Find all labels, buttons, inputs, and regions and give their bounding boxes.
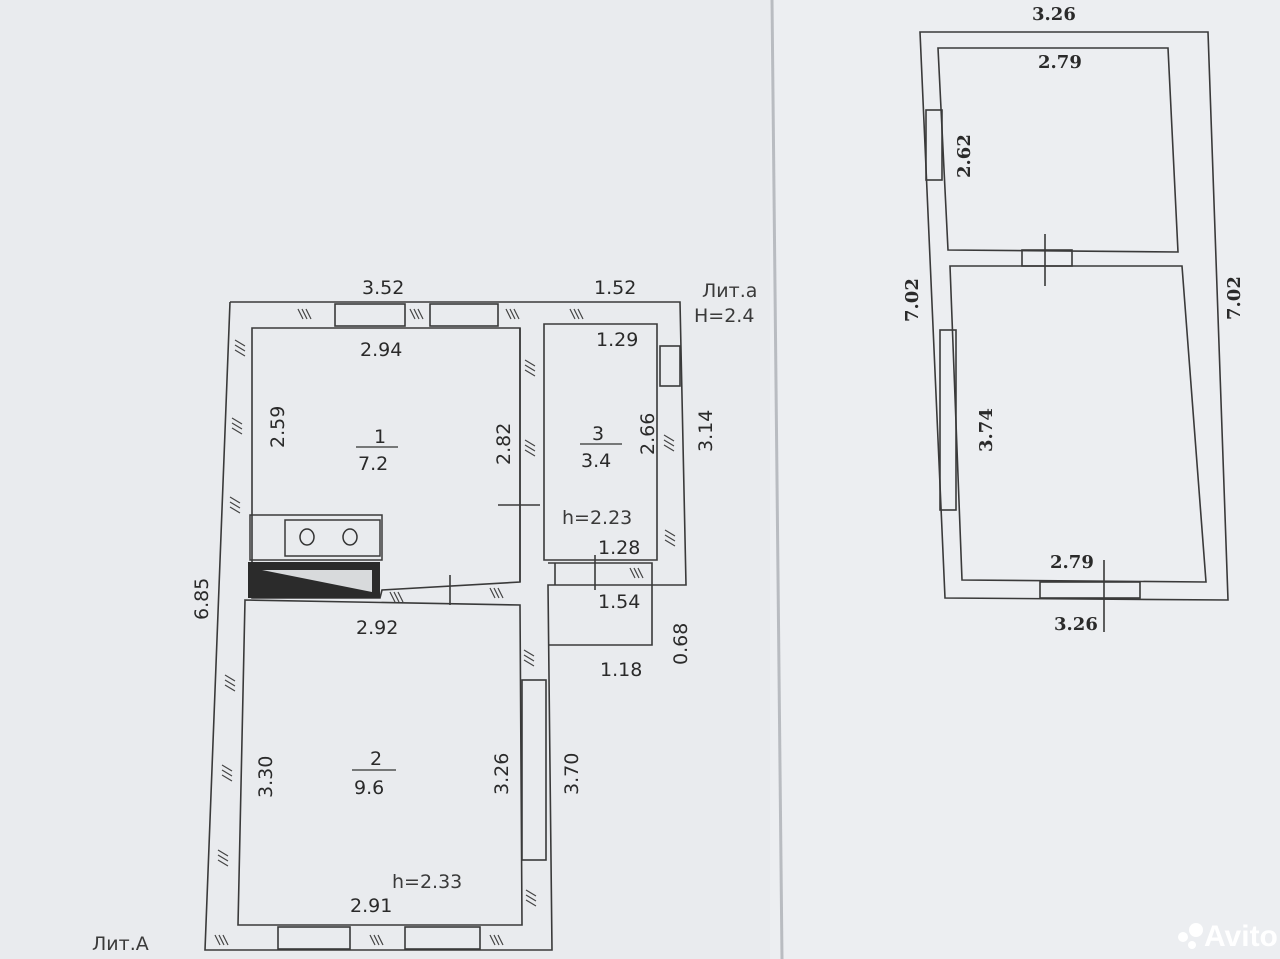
room2-outline <box>237 599 523 926</box>
overall-height-right-upper: 3.14 <box>695 410 717 452</box>
window <box>659 345 681 387</box>
second-right-total: 7.02 <box>1224 276 1245 320</box>
room3-ceiling: h=2.23 <box>562 507 632 529</box>
second-bottom-outer: 3.26 <box>1054 614 1098 635</box>
room3-height: 2.66 <box>637 413 659 455</box>
page-fold <box>770 0 784 959</box>
label-lit-a: Лит.А <box>92 933 149 955</box>
overall-height-right-mid: 3.70 <box>561 753 583 795</box>
room2-width-bottom: 2.91 <box>350 895 392 917</box>
room3-number: 3 <box>592 423 604 445</box>
window <box>334 303 406 327</box>
window <box>521 679 547 861</box>
room2-height-right: 3.26 <box>491 753 513 795</box>
stove <box>248 514 383 598</box>
room2-ceiling: h=2.33 <box>392 871 462 893</box>
second-top-inner: 2.79 <box>1038 52 1082 73</box>
room2-number: 2 <box>370 748 382 770</box>
porch-outline <box>548 562 653 646</box>
second-upper-room-height: 2.62 <box>954 134 975 178</box>
window <box>1021 249 1073 267</box>
room1-height-right: 2.82 <box>493 423 515 465</box>
room2-height-left: 3.30 <box>255 756 277 798</box>
window <box>939 329 957 511</box>
room1-number: 1 <box>374 426 386 448</box>
upper-room-outline <box>937 47 1179 253</box>
room2-area: 9.6 <box>354 777 384 799</box>
second-lower-room-height: 3.74 <box>976 408 997 452</box>
window <box>1039 581 1141 599</box>
room1-height-left: 2.59 <box>267 406 289 448</box>
overall-height-right-small: 0.68 <box>670 623 692 665</box>
outer-wall <box>204 301 687 951</box>
second-left-total: 7.02 <box>902 278 923 322</box>
dim-top-left: 3.52 <box>362 277 404 299</box>
watermark-text: Avito <box>1204 920 1278 953</box>
porch-width-lower: 1.18 <box>600 659 642 681</box>
dim-top-right: 1.52 <box>594 277 636 299</box>
paper-right-page <box>770 0 1280 959</box>
wall-hatching <box>214 308 676 946</box>
overall-height-left: 6.85 <box>191 578 213 620</box>
room1-width: 2.94 <box>360 339 402 361</box>
main-plan <box>204 301 687 951</box>
room3-outline <box>543 323 658 561</box>
second-plan <box>919 31 1229 632</box>
label-lit-a-small-h: H=2.4 <box>694 305 754 327</box>
window <box>277 926 351 950</box>
room3-area: 3.4 <box>581 450 611 472</box>
label-lit-a-small: Лит.а <box>702 280 757 302</box>
window <box>429 303 499 327</box>
avito-watermark: Avito <box>1178 920 1278 953</box>
second-top-outer: 3.26 <box>1032 4 1076 25</box>
lower-room-outline <box>949 265 1207 583</box>
outer-wall-2 <box>919 31 1229 601</box>
window <box>404 926 481 950</box>
room3-width-top: 1.29 <box>596 329 638 351</box>
window <box>925 109 943 181</box>
room1-area: 7.2 <box>358 453 388 475</box>
room3-width-bottom: 1.28 <box>598 537 640 559</box>
porch-width-upper: 1.54 <box>598 591 640 613</box>
paper-left-page <box>0 0 770 959</box>
room2-width-top: 2.92 <box>356 617 398 639</box>
second-bottom-inner: 2.79 <box>1050 552 1094 573</box>
